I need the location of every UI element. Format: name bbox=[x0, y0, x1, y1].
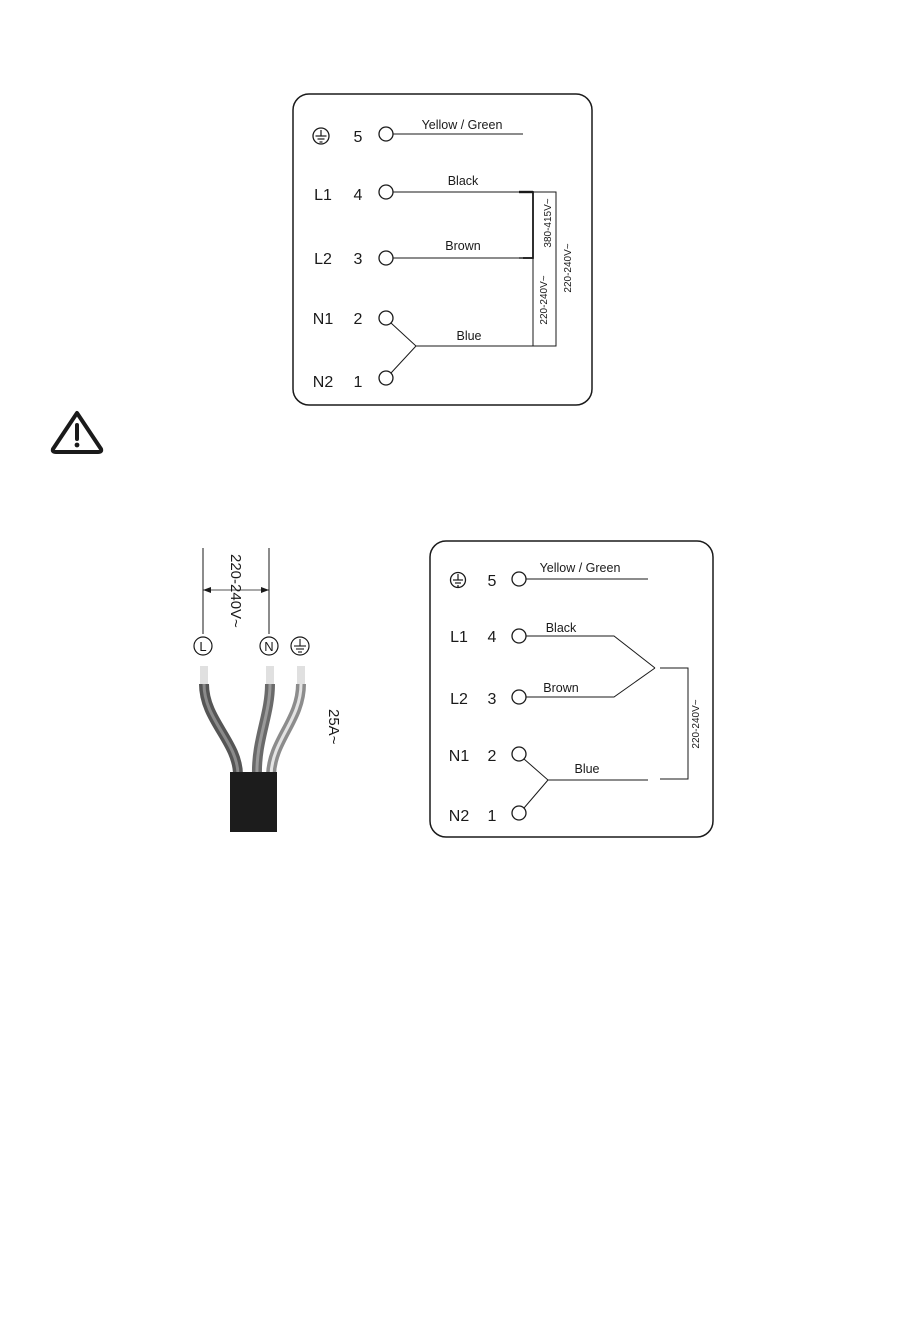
terminal-n1-label: N1 bbox=[313, 311, 334, 328]
terminal-3-circle bbox=[379, 251, 393, 265]
terminal-l1-label: L1 bbox=[314, 187, 332, 204]
earth-conductor-end bbox=[297, 666, 305, 686]
yellow-green-label: Yellow / Green bbox=[422, 118, 503, 132]
terminal-1-circle bbox=[512, 806, 526, 820]
voltage-380-415-label: 380-415V~ bbox=[543, 198, 554, 247]
terminal-3-number: 3 bbox=[354, 251, 363, 268]
terminal-4-circle bbox=[512, 629, 526, 643]
terminal-5-number: 5 bbox=[488, 573, 497, 590]
brown-label: Brown bbox=[445, 239, 480, 253]
terminal-5-circle bbox=[379, 127, 393, 141]
cable-current-label: 25A~ bbox=[325, 709, 342, 745]
terminal-1-number: 1 bbox=[488, 808, 497, 825]
neutral-conductor-end bbox=[266, 666, 274, 686]
terminal-2-circle bbox=[512, 747, 526, 761]
cable-voltage-label: 220-240V~ bbox=[227, 554, 244, 628]
warning-triangle-icon bbox=[53, 413, 101, 452]
brown-label: Brown bbox=[543, 681, 578, 695]
terminal-3-number: 3 bbox=[488, 691, 497, 708]
supply-cable-illustration: 220-240V~ L N 25A~ bbox=[194, 548, 342, 832]
black-wire bbox=[526, 636, 655, 668]
terminal-2-number: 2 bbox=[488, 748, 497, 765]
earth-icon bbox=[451, 573, 466, 588]
voltage-l2-label: 220-240V~ bbox=[539, 275, 550, 324]
terminal-n2-label: N2 bbox=[313, 374, 334, 391]
yellow-green-label: Yellow / Green bbox=[540, 561, 621, 575]
terminal-2-circle bbox=[379, 311, 393, 325]
live-conductor-end bbox=[200, 666, 208, 686]
voltage-bracket bbox=[660, 668, 688, 779]
terminal-4-circle bbox=[379, 185, 393, 199]
terminal-n1-label: N1 bbox=[449, 748, 470, 765]
earth-icon bbox=[291, 637, 309, 655]
terminal-1-number: 1 bbox=[354, 374, 363, 391]
terminal-1-circle bbox=[379, 371, 393, 385]
wiring-diagram-three-phase: 5 L1 4 L2 3 N1 2 N2 1 Yellow / Green Bla… bbox=[293, 94, 592, 405]
neutral-bridge bbox=[391, 323, 416, 373]
neutral-bridge bbox=[524, 759, 548, 808]
wiring-diagram-single-phase: 5 L1 4 L2 3 N1 2 N2 1 Yellow / Green Bla… bbox=[430, 541, 713, 837]
live-terminal-label: L bbox=[199, 639, 206, 654]
cable-sheath bbox=[230, 772, 277, 832]
black-label: Black bbox=[448, 174, 479, 188]
terminal-5-circle bbox=[512, 572, 526, 586]
blue-label: Blue bbox=[574, 762, 599, 776]
terminal-2-number: 2 bbox=[354, 311, 363, 328]
terminal-l1-label: L1 bbox=[450, 629, 468, 646]
terminal-l2-label: L2 bbox=[314, 251, 332, 268]
terminal-4-number: 4 bbox=[488, 629, 497, 646]
terminal-3-circle bbox=[512, 690, 526, 704]
terminal-4-number: 4 bbox=[354, 187, 363, 204]
black-label: Black bbox=[546, 621, 577, 635]
diagram1-frame bbox=[293, 94, 592, 405]
blue-label: Blue bbox=[456, 329, 481, 343]
terminal-l2-label: L2 bbox=[450, 691, 468, 708]
earth-icon bbox=[313, 128, 329, 144]
dimension-arrow-left bbox=[203, 587, 211, 593]
neutral-terminal-label: N bbox=[264, 639, 273, 654]
diagram2-voltage-label: 220-240V~ bbox=[691, 699, 702, 748]
dimension-arrow-right bbox=[261, 587, 269, 593]
voltage-l1-label: 220-240V~ bbox=[563, 243, 574, 292]
terminal-5-number: 5 bbox=[354, 129, 363, 146]
terminal-n2-label: N2 bbox=[449, 808, 470, 825]
